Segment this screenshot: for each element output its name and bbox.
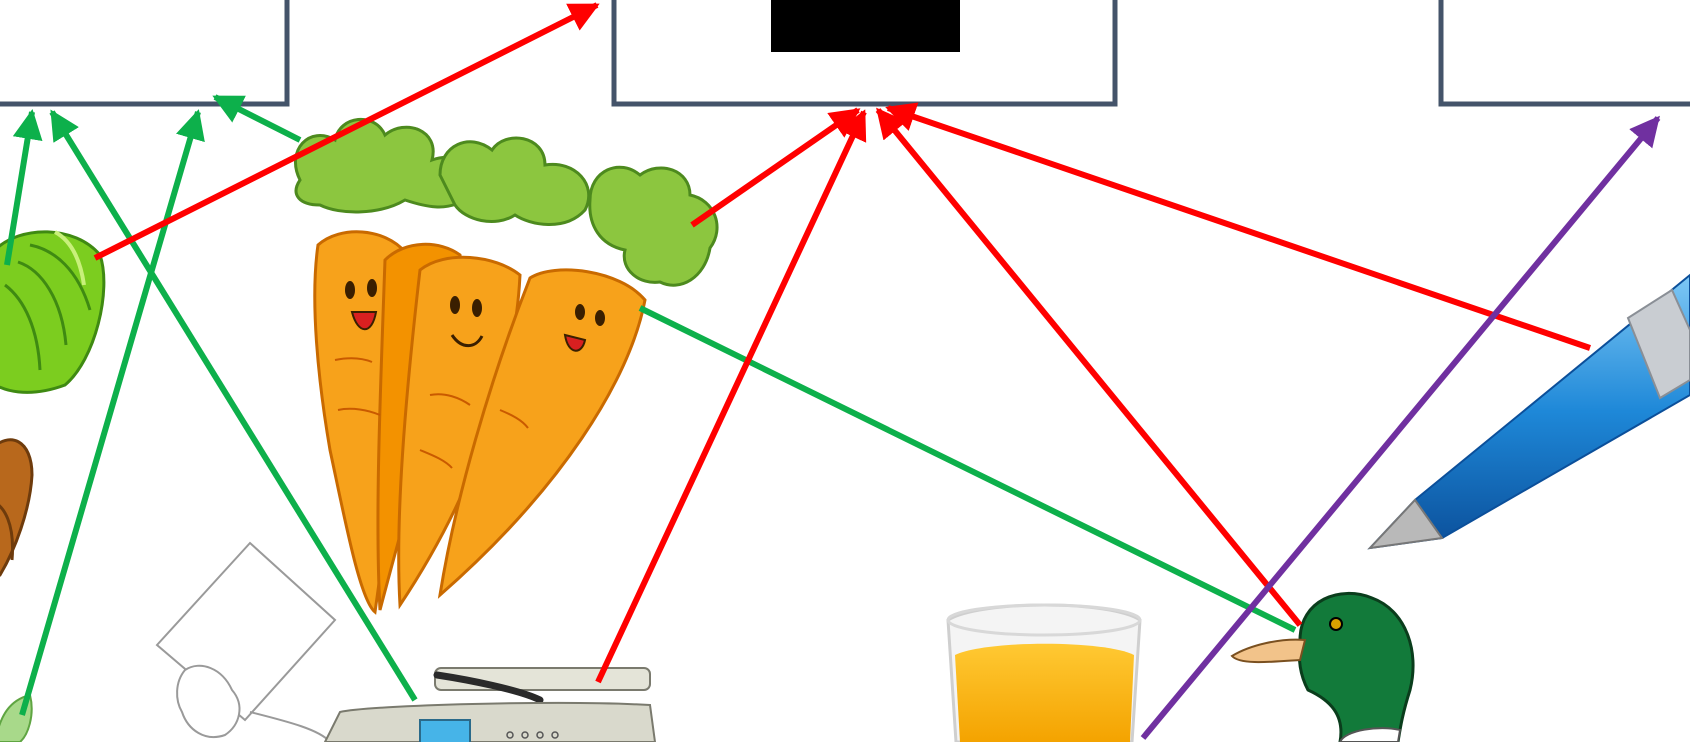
box-center bbox=[614, 0, 1115, 104]
orange-juice-glass-image bbox=[948, 605, 1140, 742]
line-carrots-to-duck bbox=[640, 308, 1295, 630]
box-left bbox=[0, 0, 287, 104]
arrow-pen-to-box-center bbox=[888, 108, 1590, 348]
box-right bbox=[1441, 0, 1690, 104]
redaction-block bbox=[771, 0, 960, 52]
acorn-image bbox=[0, 440, 32, 575]
arrow-duck-to-box-center bbox=[878, 110, 1300, 625]
cabbage-image bbox=[0, 232, 104, 392]
arrow-carrots-to-box-center bbox=[692, 110, 858, 225]
carrots-image bbox=[295, 119, 717, 612]
